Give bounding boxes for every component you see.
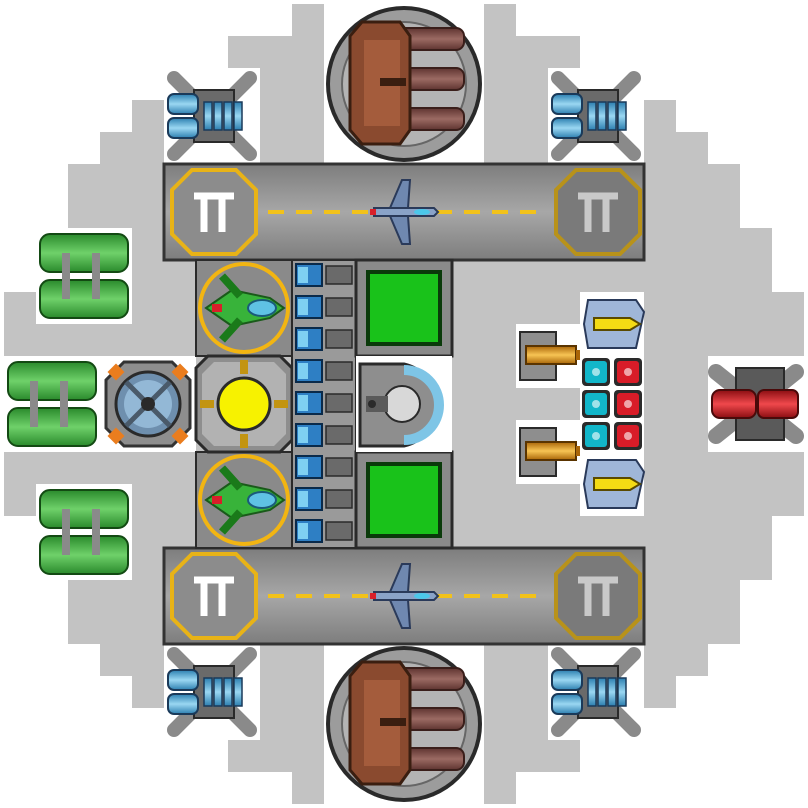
control-console-bottom[interactable] xyxy=(354,450,454,550)
energy-cell[interactable] xyxy=(582,390,610,418)
ammo-cell[interactable] xyxy=(614,390,642,418)
fuel-tank[interactable] xyxy=(36,484,132,580)
main-gun-bottom[interactable] xyxy=(324,644,484,804)
energy-cell[interactable] xyxy=(582,358,610,386)
laser-turret-upper[interactable] xyxy=(516,324,582,388)
ammo-cell-grid xyxy=(580,356,644,452)
thruster[interactable] xyxy=(164,68,260,164)
thruster-group xyxy=(164,68,644,740)
battery-rack xyxy=(291,259,357,549)
thruster[interactable] xyxy=(164,644,260,740)
reactor-core[interactable] xyxy=(194,354,294,454)
fuel-tank-group xyxy=(4,228,132,580)
energy-cell[interactable] xyxy=(582,422,610,450)
main-engine[interactable] xyxy=(708,356,804,452)
radar-dish[interactable] xyxy=(100,356,196,452)
hangar-bay-top[interactable] xyxy=(195,259,293,357)
hangar-bay-bottom[interactable] xyxy=(195,451,293,549)
ammo-cell[interactable] xyxy=(614,358,642,386)
control-console-top[interactable] xyxy=(354,258,454,358)
main-gun-top[interactable] xyxy=(324,4,484,164)
thruster[interactable] xyxy=(548,68,644,164)
jet-fighter-top[interactable] xyxy=(370,179,440,245)
bridge-module[interactable] xyxy=(356,356,452,452)
thruster[interactable] xyxy=(548,644,644,740)
jet-fighter-bottom[interactable] xyxy=(370,563,440,629)
missile-pod-upper[interactable] xyxy=(580,292,646,356)
ammo-cell[interactable] xyxy=(614,422,642,450)
missile-pod-lower[interactable] xyxy=(580,452,646,516)
laser-turret-lower[interactable] xyxy=(516,420,582,484)
fuel-tank[interactable] xyxy=(36,228,132,324)
fuel-tank[interactable] xyxy=(4,356,100,452)
